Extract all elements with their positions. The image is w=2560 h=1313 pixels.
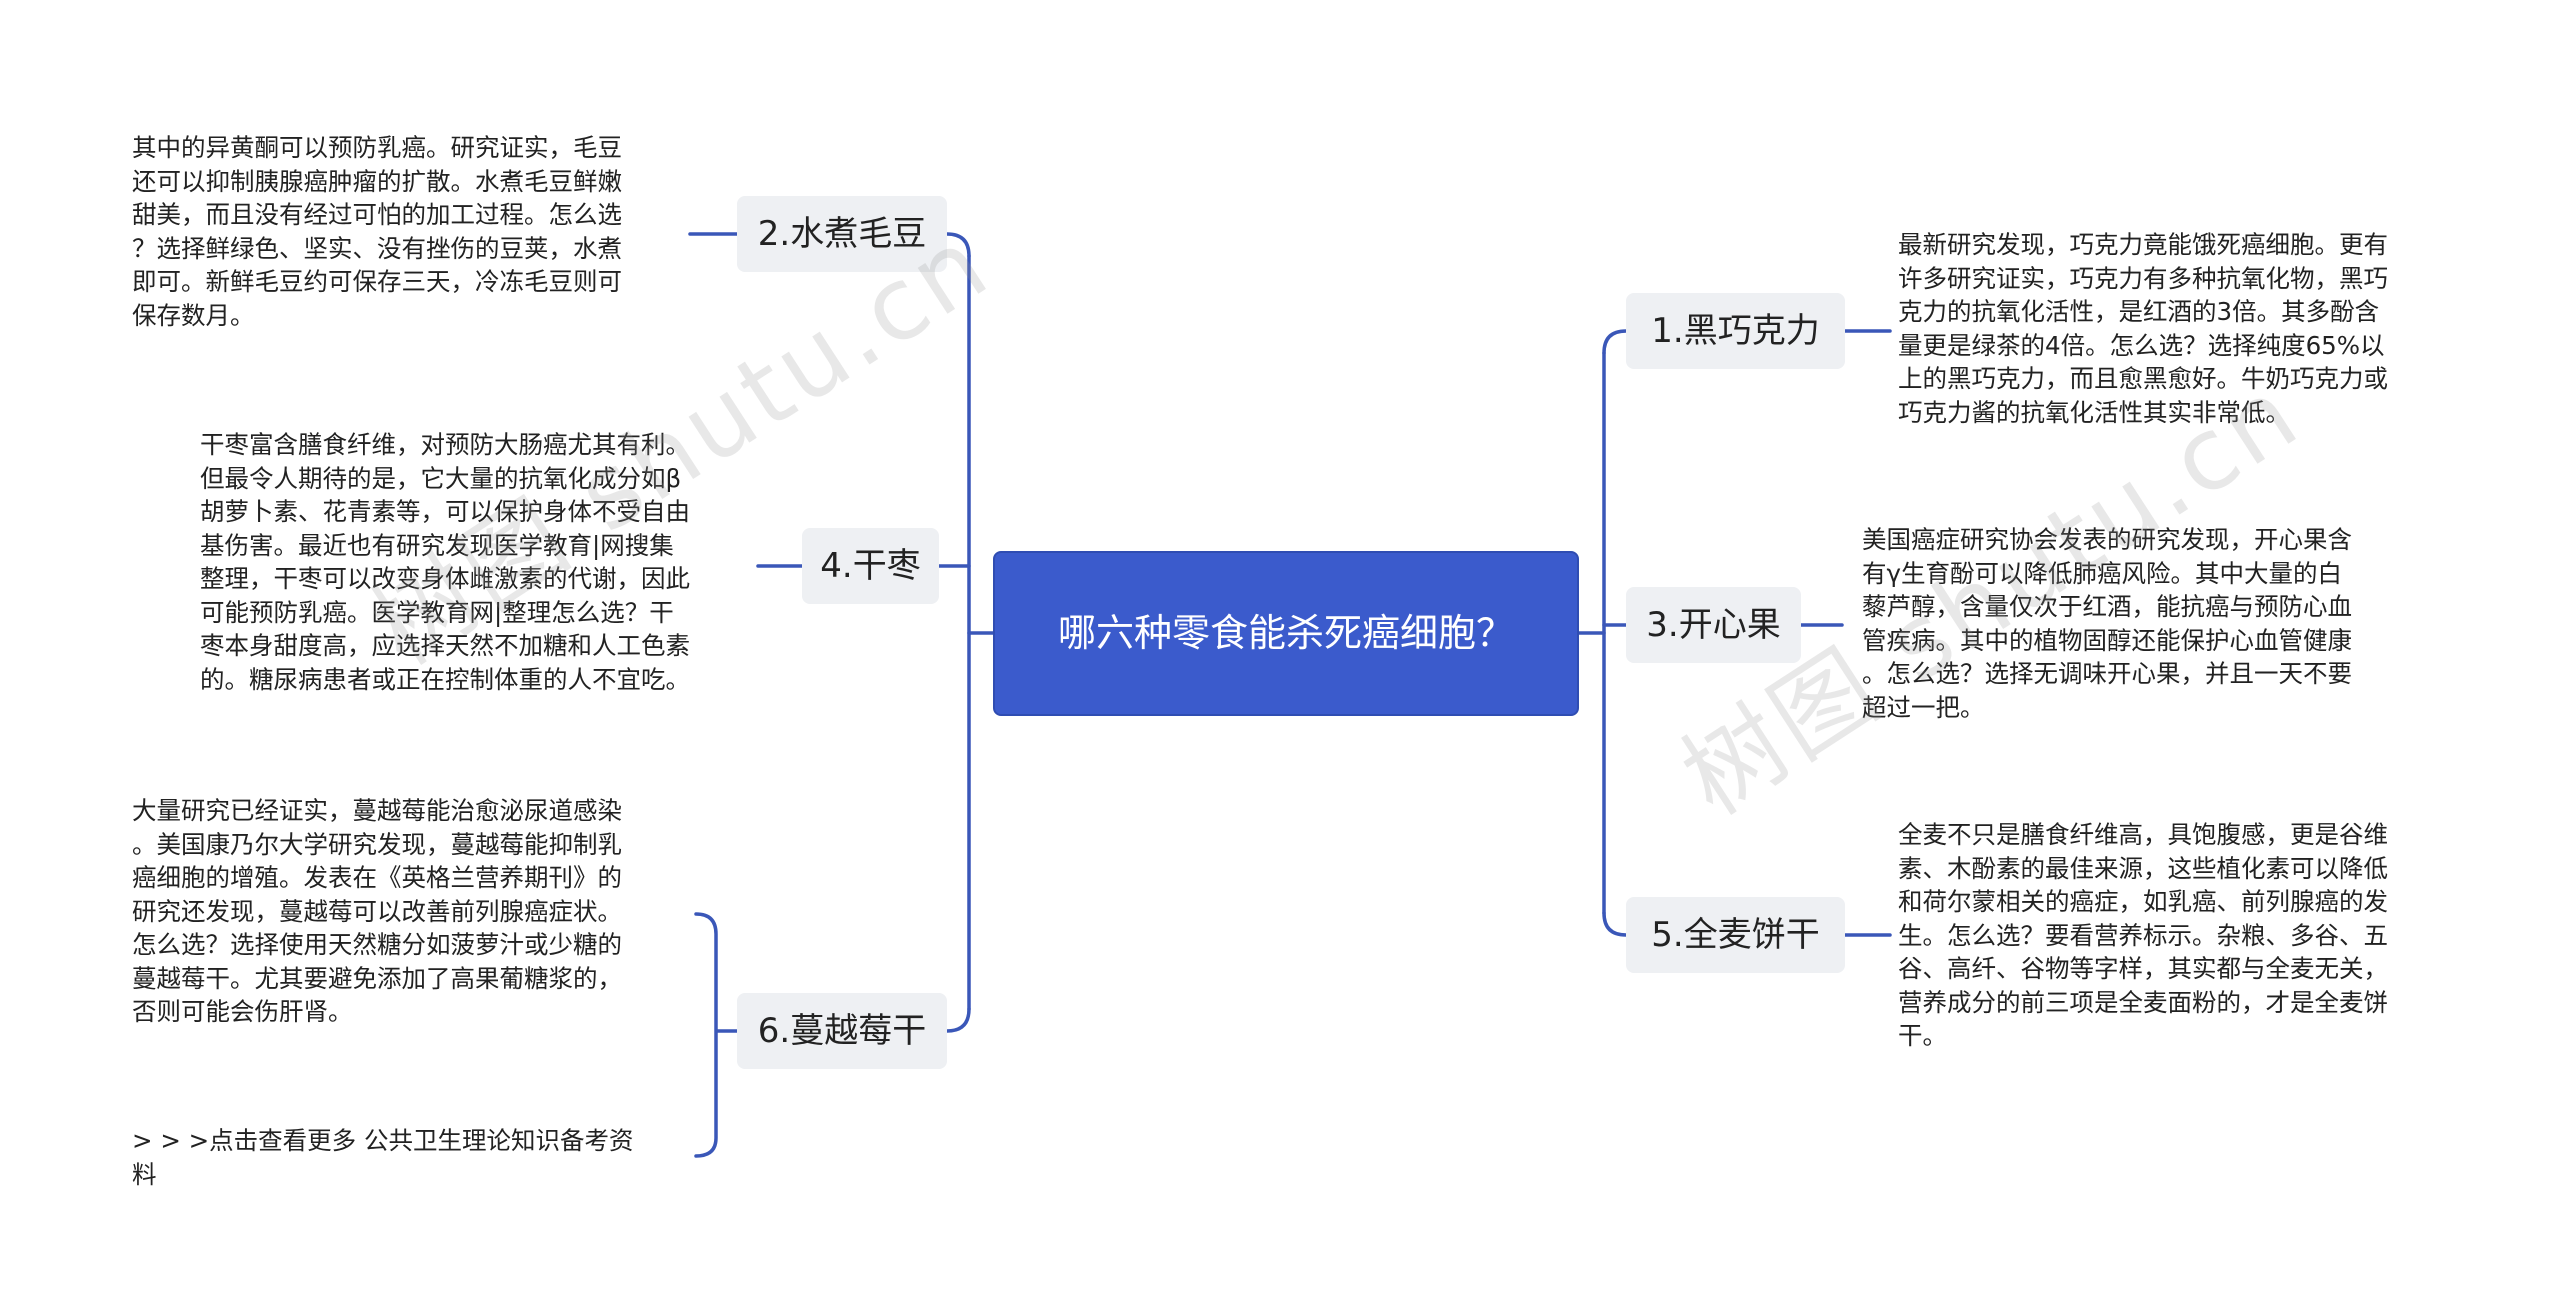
note-dried-cranberry: 大量研究已经证实，蔓越莓能治愈泌尿道感染 。美国康乃尔大学研究发现，蔓越莓能抑制…: [132, 796, 622, 1026]
topic-whole-wheat-biscuit[interactable]: 5.全麦饼干: [1626, 897, 1845, 973]
topic-label: 3.开心果: [1646, 605, 1781, 645]
connector-to-t2: [945, 232, 971, 258]
root-topic[interactable]: 哪六种零食能杀死癌细胞？: [993, 551, 1579, 716]
root-title: 哪六种零食能杀死癌细胞？: [1057, 610, 1514, 655]
topic-dried-cranberry[interactable]: 6.蔓越莓干: [737, 993, 947, 1069]
topic-boiled-edamame[interactable]: 2.水煮毛豆: [737, 196, 947, 272]
note-boiled-edamame: 其中的异黄酮可以预防乳癌。研究证实，毛豆 还可以抑制胰腺癌肿瘤的扩散。水煮毛豆鲜…: [132, 133, 622, 330]
note-dried-jujube: 干枣富含膳食纤维，对预防大肠癌尤其有利。 但最令人期待的是，它大量的抗氧化成分如…: [200, 430, 690, 694]
note-pistachio: 美国癌症研究协会发表的研究发现，开心果含 有γ生育酚可以降低肺癌风险。其中大量的…: [1862, 525, 2352, 722]
topic-dried-jujube[interactable]: 4.干枣: [802, 528, 939, 604]
topic-label: 4.干枣: [820, 546, 921, 586]
topic-label: 5.全麦饼干: [1651, 915, 1820, 955]
link-see-more[interactable]: > > >点击查看更多 公共卫生理论知识备考资 料: [132, 1126, 634, 1189]
connector-to-t6: [945, 1007, 971, 1033]
connector-to-t1: [1602, 329, 1628, 355]
connector-to-t5: [1602, 911, 1628, 937]
note-whole-wheat-biscuit: 全麦不只是膳食纤维高，具饱腹感，更是谷维 素、木酚素的最佳来源，这些植化素可以降…: [1898, 820, 2388, 1050]
topic-label: 6.蔓越莓干: [757, 1011, 927, 1051]
topic-label: 1.黑巧克力: [1651, 311, 1820, 351]
topic-dark-chocolate[interactable]: 1.黑巧克力: [1626, 293, 1845, 369]
topic-pistachio[interactable]: 3.开心果: [1626, 587, 1801, 663]
connector-t6-bracket: [694, 912, 739, 1158]
note-dark-chocolate: 最新研究发现，巧克力竟能饿死癌细胞。更有 许多研究证实，巧克力有多种抗氧化物，黑…: [1898, 230, 2388, 427]
topic-label: 2.水煮毛豆: [757, 214, 927, 254]
